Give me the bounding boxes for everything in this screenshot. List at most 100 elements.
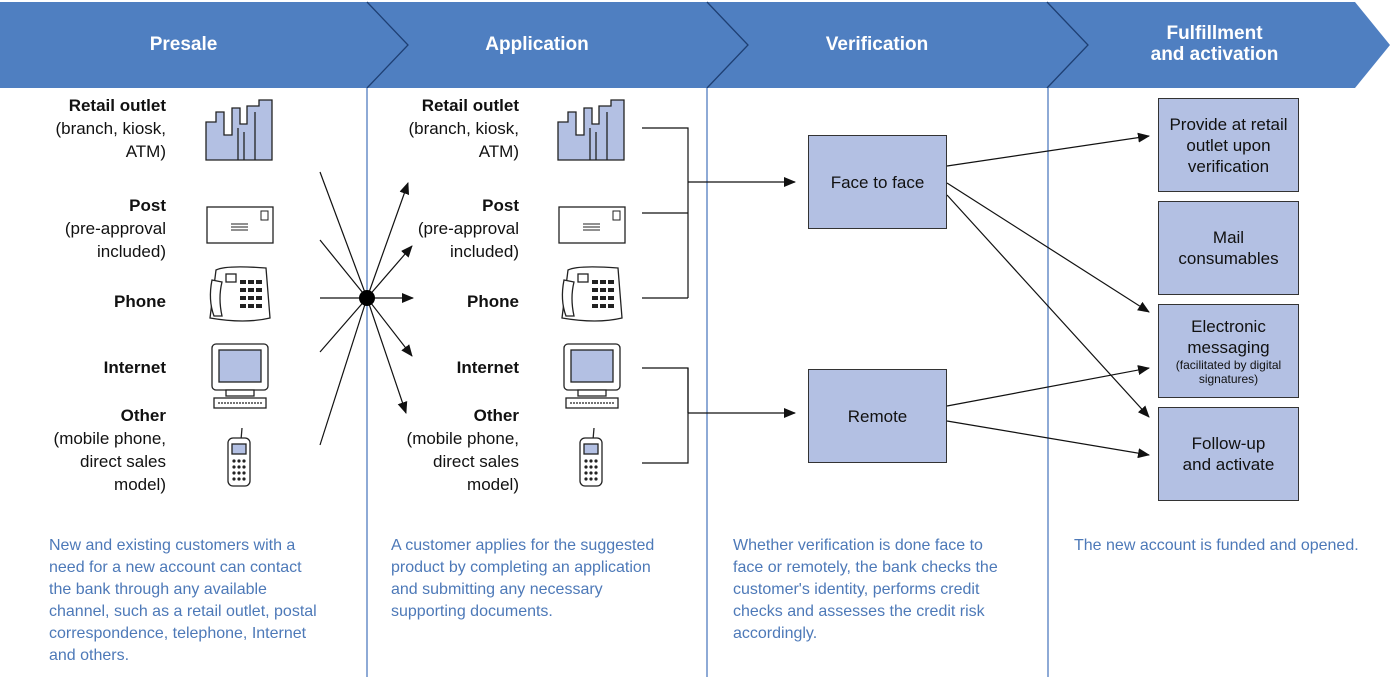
box-label: Electronic [1191,317,1266,336]
stage-label: Presale [149,33,218,55]
presale-channel-phone: Phone [114,290,166,313]
description-line: checks and assesses the credit risk [733,603,985,620]
follow-up-box: Follow-up and activate [1158,407,1299,501]
box-label: Follow-up [1191,434,1266,453]
hub-node [359,290,375,306]
channel-detail: (branch, kiosk, [408,119,519,138]
fulfillment-description: The new account is funded and opened. [1074,535,1384,557]
description-line: New and existing customers with a [49,537,296,554]
channel-name: Retail outlet [68,96,166,115]
mobile-phone-icon [579,427,603,487]
box-label: Mail [1212,228,1245,247]
telephone-icon [209,266,271,322]
channel-detail: (mobile phone, [53,429,166,448]
box-note: signatures) [1198,372,1259,386]
channel-detail: ATM) [478,142,519,161]
description-line: and submitting any necessary [391,581,603,598]
channel-name: Retail outlet [421,96,519,115]
channel-name: Phone [467,292,519,311]
box-label: consumables [1178,249,1279,268]
application-channel-other: Other (mobile phone, direct sales model) [407,404,519,496]
box-label: messaging [1187,338,1270,357]
stage-presale: Presale [0,0,367,88]
computer-icon [563,343,621,409]
description-line: correspondence, telephone, Internet [49,625,307,642]
description-line: Whether verification is done face to [733,537,983,554]
verification-arrows [688,177,796,418]
application-channel-internet: Internet [457,356,519,379]
box-label: verification [1187,156,1270,176]
channel-detail: (pre-approval [64,219,166,238]
building-icon [557,99,625,161]
channel-name: Other [473,406,519,425]
description-line: customer's identity, performs credit [733,581,980,598]
channel-detail: (pre-approval [417,219,519,238]
stage-verification: Verification [707,0,1047,88]
application-channel-post: Post (pre-approval included) [418,194,519,263]
envelope-icon [206,206,274,244]
building-icon [205,99,273,161]
stage-chevron-separators [366,1,1089,89]
channel-detail: model) [467,475,519,494]
envelope-icon [558,206,626,244]
stage-application: Application [367,0,707,88]
channel-detail: (mobile phone, [406,429,519,448]
channel-detail: included) [450,242,519,261]
electronic-messaging-box: Electronic messaging (facilitated by dig… [1158,304,1299,398]
stage-label: Verification [825,33,929,55]
description-line: The new account is funded and opened. [1074,537,1359,554]
channel-detail: included) [97,242,166,261]
remote-box: Remote [808,369,947,463]
channel-detail: direct sales [80,452,166,471]
stage-label: Application [485,33,589,55]
stage-label: Fulfillment [1166,23,1263,44]
description-line: A customer applies for the suggested [391,537,655,554]
channel-name: Phone [114,292,166,311]
box-label: Remote [847,406,908,426]
verification-description: Whether verification is done face to fac… [733,535,1043,645]
column-dividers [366,88,1049,677]
box-label: Provide at retail [1169,114,1288,134]
description-line: face or remotely, the bank checks the [733,559,998,576]
mobile-phone-icon [227,427,251,487]
presale-channel-retail: Retail outlet (branch, kiosk, ATM) [55,94,166,163]
box-label: Face to face [830,172,925,192]
channel-name: Post [482,196,519,215]
provide-at-retail-box: Provide at retail outlet upon verificati… [1158,98,1299,192]
telephone-icon [561,266,623,322]
application-channel-retail: Retail outlet (branch, kiosk, ATM) [408,94,519,163]
description-line: channel, such as a retail outlet, postal [49,603,317,620]
box-label: outlet upon [1186,135,1271,155]
description-line: accordingly. [733,625,818,642]
presale-channel-post: Post (pre-approval included) [65,194,166,263]
stage-banner [0,2,1390,88]
channel-detail: ATM) [125,142,166,161]
application-channel-phone: Phone [467,290,519,313]
channel-name: Internet [103,358,166,377]
channel-detail: model) [114,475,166,494]
fulfillment-arrows [946,132,1150,459]
description-line: and others. [49,647,130,664]
channel-detail: direct sales [433,452,519,471]
application-description: A customer applies for the suggested pro… [391,535,701,623]
presale-channel-lines [319,171,368,446]
face-to-face-box: Face to face [808,135,947,229]
description-line: supporting documents. [391,603,553,620]
mail-consumables-box: Mail consumables [1158,201,1299,295]
description-line: the bank through any available [49,581,267,598]
computer-icon [211,343,269,409]
channel-detail: (branch, kiosk, [55,119,166,138]
presale-channel-internet: Internet [104,356,166,379]
stage-fulfillment: Fulfillment and activation [1047,0,1382,88]
stage-label: and activation [1150,44,1279,65]
presale-description: New and existing customers with a need f… [49,535,359,667]
description-line: product by completing an application [391,559,651,576]
channel-name: Post [129,196,166,215]
description-line: need for a new account can contact [49,559,302,576]
channel-name: Other [120,406,166,425]
application-bracket-lines [642,127,689,464]
channel-name: Internet [456,358,519,377]
presale-channel-other: Other (mobile phone, direct sales model) [54,404,166,496]
box-label: and activate [1182,455,1275,474]
